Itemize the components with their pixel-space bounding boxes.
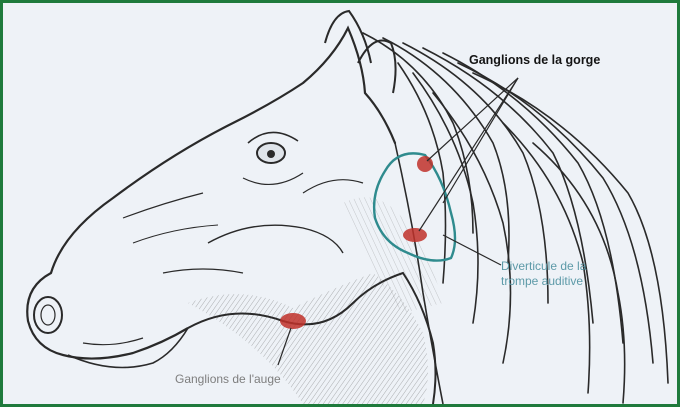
muzzle — [27, 273, 188, 359]
mouth — [68, 328, 188, 368]
lymph-node-auge — [280, 313, 306, 329]
label-ganglions-auge: Ganglions de l'auge — [175, 372, 281, 386]
nostril — [34, 297, 62, 333]
label-ganglions-gorge: Ganglions de la gorge — [469, 53, 600, 67]
label-diverticule-line1: Diverticule de la — [501, 259, 586, 274]
label-diverticule: Diverticule de la trompe auditive — [501, 259, 586, 289]
lymph-node-throat-lower — [403, 228, 427, 242]
label-diverticule-line2: trompe auditive — [501, 274, 586, 289]
